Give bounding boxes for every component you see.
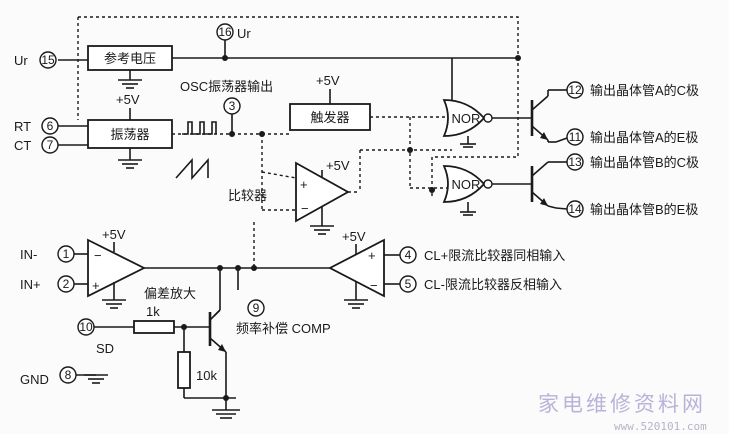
pin14-wire [555,207,568,210]
pin-12-number: 12 [568,83,582,97]
pin-5-circle [399,275,417,293]
pin-2-number: 2 [63,277,70,291]
comparator-plus-sign: + [300,177,308,192]
output-transistor-a-icon [492,89,556,143]
ground-icon [84,374,108,384]
pin-8-number: 8 [65,368,72,382]
nor-gate-top [442,99,493,137]
trigger-label: 触发器 [310,110,349,125]
comparator-plus-wire [261,171,297,179]
pin-label-ur: Ur [14,53,28,68]
comparator-minus-sign: − [301,201,309,216]
resistor-10k [177,351,191,389]
pin-15-circle [39,51,57,69]
ground-icon [118,159,142,169]
ground-icon [344,299,368,309]
osc-output-label: OSC振荡器输出 [180,79,273,94]
sawtooth-waveform-icon [175,157,209,181]
cl-minus-sign: − [370,278,378,293]
pin-1-number: 1 [63,247,70,261]
shutdown-transistor-icon [208,309,227,353]
junction-dot [251,265,257,271]
pin-12-label: 输出晶体管A的C极 [590,83,699,98]
pin-4-label: CL+限流比较器同相输入 [424,248,565,263]
watermark-title: 家电维修资料网 [538,392,706,416]
pin-10-number: 10 [79,320,93,334]
error-amp-label: 偏差放大 [144,286,196,301]
pin-13-label: 输出晶体管B的C极 [590,155,699,170]
pin-11-label: 输出晶体管A的E极 [590,130,698,145]
comparator-triangle [295,161,350,223]
cl-supply-label: +5V [342,229,366,244]
pin-5-number: 5 [405,277,412,291]
pin-7-number: 7 [47,138,54,152]
pin-label-in-minus: IN- [20,247,37,262]
watermark-url: www.520101.com [614,420,707,433]
pin-5-label: CL-限流比较器反相输入 [424,277,562,292]
junction-dot [222,55,228,61]
oscillator-label: 振荡器 [110,127,149,142]
pin-label-gnd: GND [20,372,49,387]
freq-comp-label: 频率补偿 COMP [236,321,331,336]
pin-label-rt: RT [14,119,31,134]
pin-14-label: 输出晶体管B的E极 [590,202,698,217]
ground-icon [102,299,126,309]
error-amp-supply-label: +5V [102,227,126,242]
pin-9-number: 9 [253,301,260,315]
pin-6-circle [41,117,59,135]
junction-dot [515,55,521,61]
pin-11-circle [566,128,584,146]
nor-top-label: NOR [452,111,481,126]
cl-plus-sign: + [368,248,376,263]
pin-2-circle [57,275,75,293]
resistor-1k-label: 1k [146,304,160,319]
pin-4-number: 4 [405,248,412,262]
pin-16-circle [216,23,234,41]
trigger-supply-label: +5V [316,73,340,88]
cl-comparator-triangle [328,238,385,298]
ground-icon [310,225,334,235]
pin-13-number: 13 [568,155,582,169]
pin11-wire [555,137,568,143]
nor-gate-bottom [442,165,493,203]
output-transistor-b-icon [492,161,557,209]
ground-icon [460,211,476,216]
resistor-10k-label: 10k [196,368,217,383]
trigger-block [289,103,371,131]
pin-label-in-plus: IN+ [20,277,41,292]
pin-1-circle [57,245,75,263]
comparator-supply-label: +5V [326,158,350,173]
pin-4-circle [399,246,417,264]
error-amp-minus-sign: − [94,248,102,263]
pin-3-number: 3 [229,99,236,113]
pin-10-label: SD [96,341,114,356]
pin-3-circle [223,97,241,115]
comparator-label: 比较器 [228,188,267,203]
pin-label-ct: CT [14,138,31,153]
error-amp-plus-sign: + [92,278,100,293]
top-bus-line [78,16,519,158]
pin-16-label: Ur [237,26,251,41]
reference-voltage-label: 参考电压 [104,51,156,66]
pin-7-circle [41,136,59,154]
ground-icon [118,79,142,89]
pin-16-number: 16 [218,25,232,39]
error-amp-triangle [87,238,147,298]
pin-14-number: 14 [568,202,582,216]
pin-9-circle [247,299,265,317]
pin-6-number: 6 [47,119,54,133]
pulse-waveform-icon [182,121,217,135]
osc-supply-label: +5V [116,92,140,107]
ground-icon [460,143,476,148]
pin-15-number: 15 [41,53,55,67]
ground-icon [212,409,240,419]
nor-bottom-label: NOR [452,177,481,192]
resistor-1k [133,320,175,334]
pin-11-number: 11 [569,130,582,144]
